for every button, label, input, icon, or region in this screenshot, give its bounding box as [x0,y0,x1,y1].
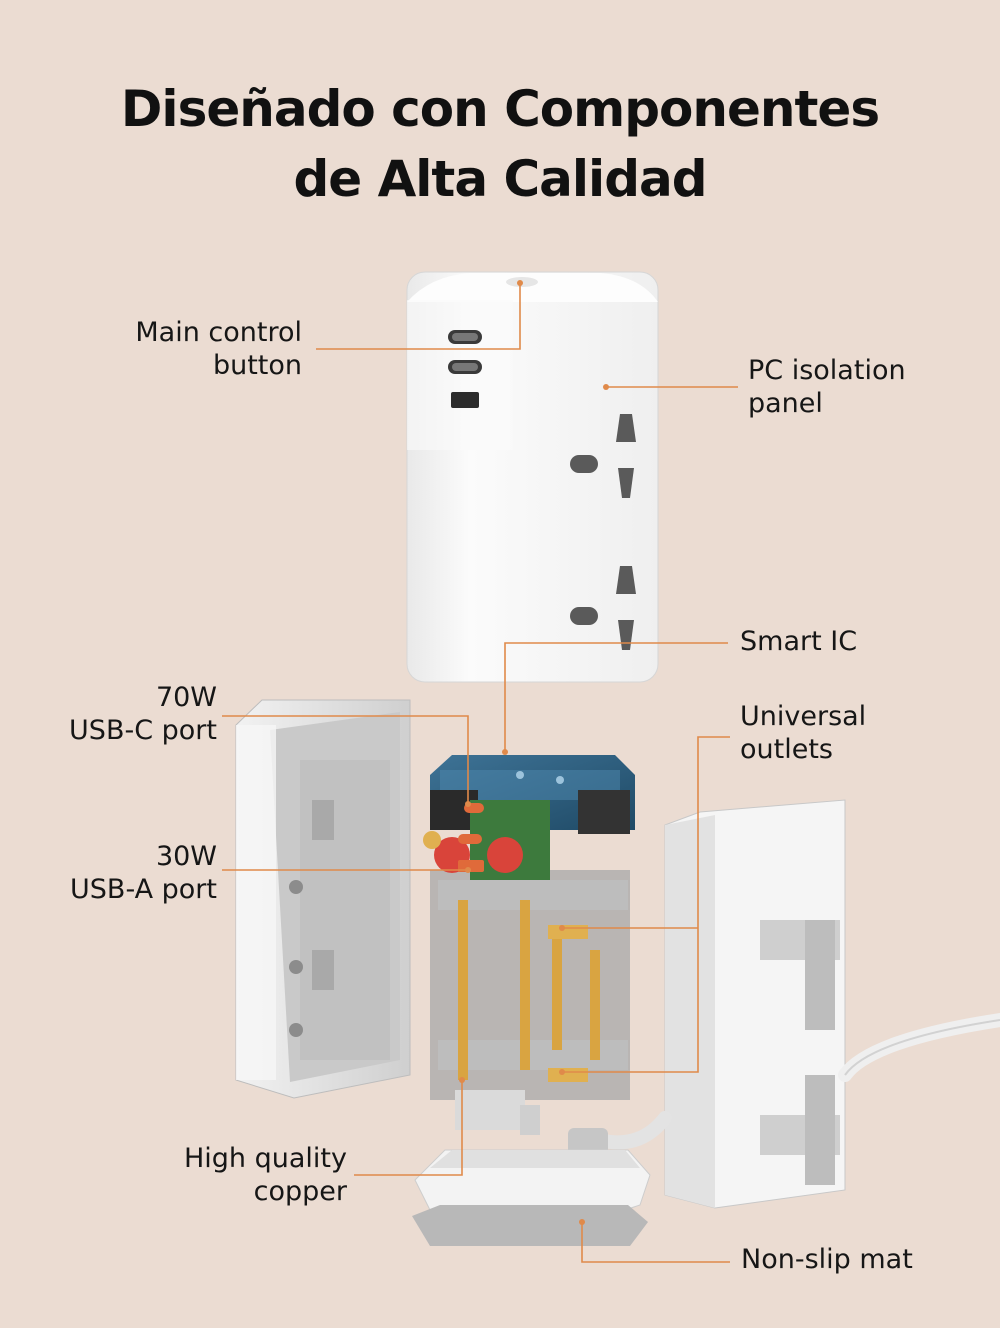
left-shell [235,699,411,1099]
title-line-2: de Alta Calidad [293,150,707,208]
leader-main-control-button [316,283,521,350]
internal-frame [430,870,630,1135]
top-housing [406,271,659,683]
pcb-board [423,755,635,880]
leader-usb-c-port [222,715,469,804]
right-shell [664,799,846,1209]
label-usb-a-port: 30W USB-A port [70,841,217,905]
label-universal-outlets: Universal outlets [740,701,867,765]
label-pc-isolation-panel: PC isolation panel [748,355,906,419]
label-main-control-button: Main control button [135,317,302,381]
title-line-1: Diseñado con Componentes [120,80,880,138]
label-non-slip-mat: Non-slip mat [741,1244,913,1275]
label-smart-ic: Smart IC [740,626,858,657]
leader-high-quality-copper [354,1080,463,1176]
leader-non-slip-mat [581,1222,730,1263]
bottom-base [414,1149,651,1219]
label-high-quality-copper: High quality copper [183,1143,347,1207]
label-usb-c-port: 70W USB-C port [69,682,217,746]
callout-dots [459,280,609,1225]
leader-smart-ic [504,642,728,752]
non-slip-mat-shape [412,1205,648,1246]
page-title: Diseñado con Componentes de Alta Calidad [0,74,1000,214]
leader-universal-outlets [562,736,730,1073]
callout-leader-lines [222,283,738,1263]
